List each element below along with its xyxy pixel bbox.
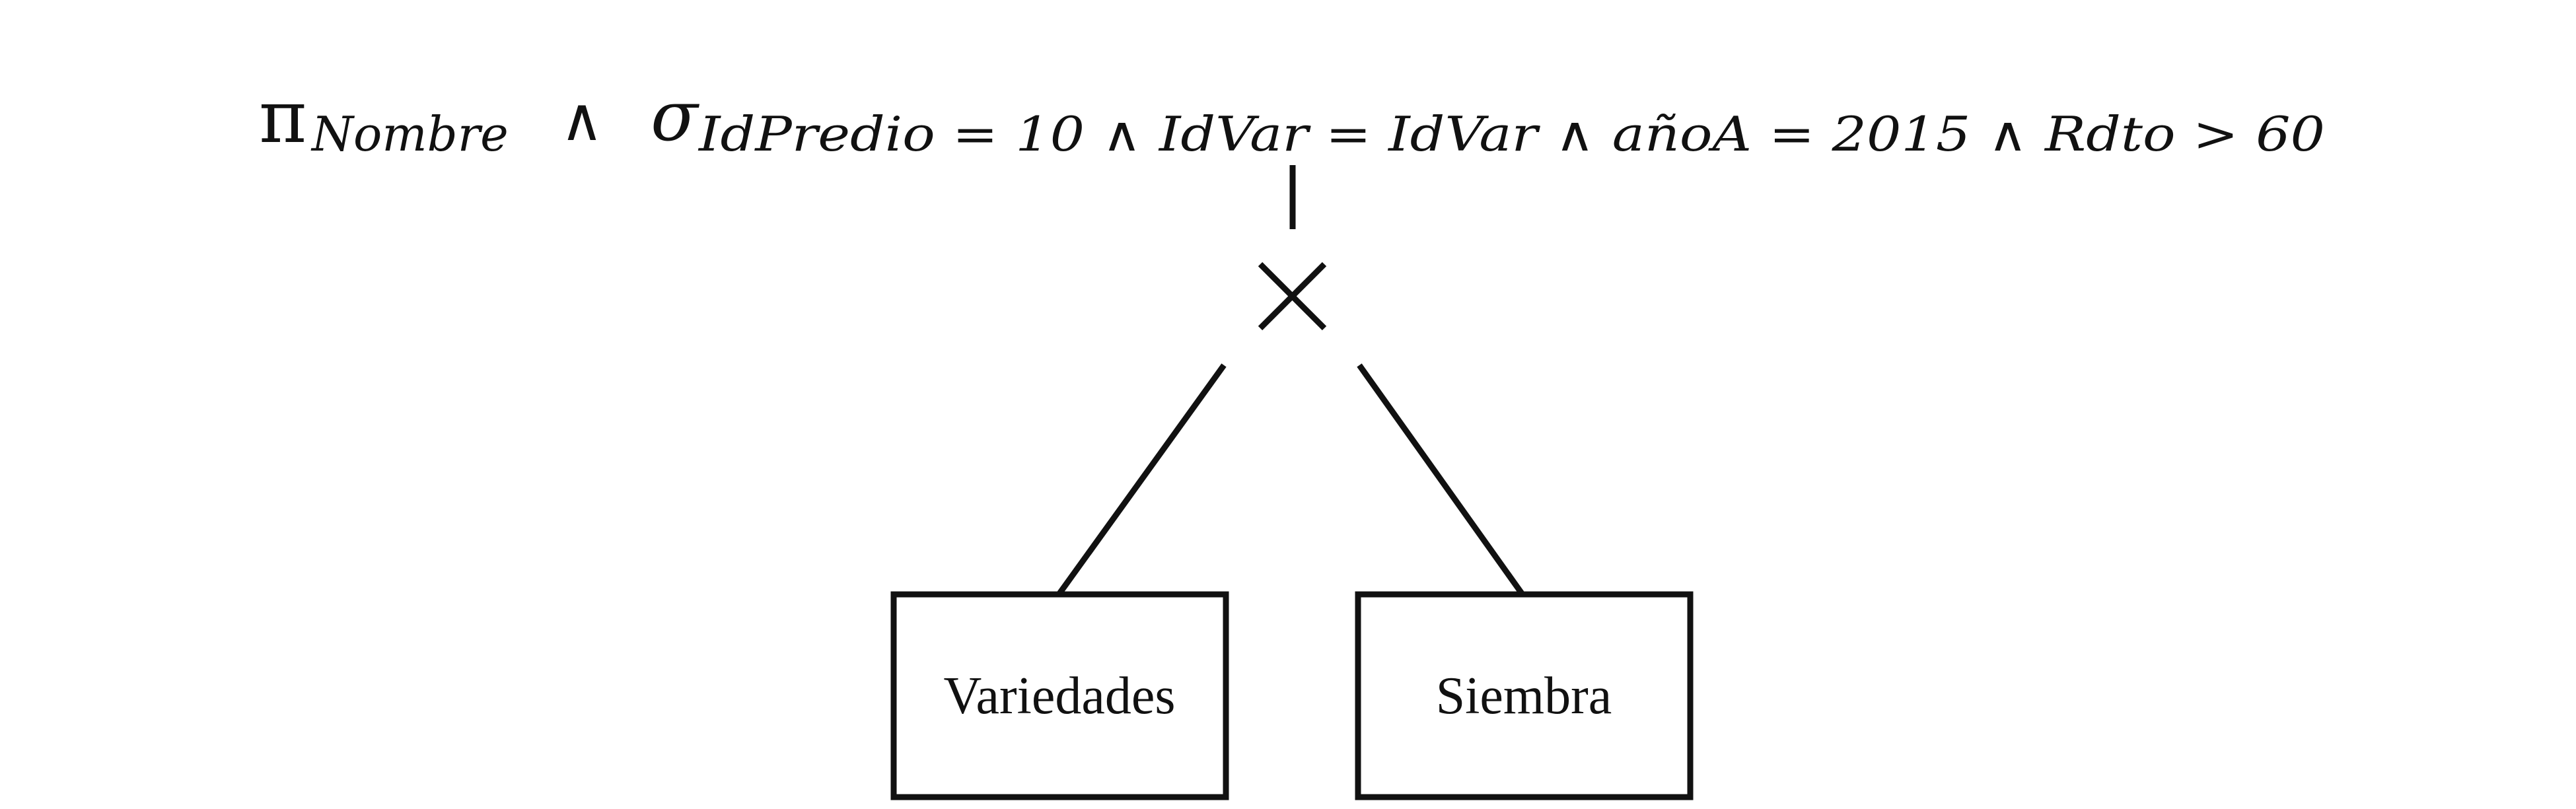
variedades-label: Variedades <box>944 667 1176 725</box>
siembra-label: Siembra <box>1436 667 1612 725</box>
product-to-variedades-edge <box>1056 363 1227 596</box>
cartesian-product-node <box>1258 262 1327 331</box>
projection-symbol: π <box>259 75 306 159</box>
relation-box-siembra: Siembra <box>1355 591 1694 800</box>
selection-subscript: IdPredio = 10 ∧ IdVar = IdVar ∧ añoA = 2… <box>698 106 2325 162</box>
projection-subscript: Nombre <box>310 106 509 162</box>
product-to-siembra-edge <box>1357 363 1525 596</box>
selection-symbol: σ <box>651 76 700 157</box>
relation-box-variedades: Variedades <box>890 591 1229 800</box>
and-operator: ∧ <box>560 85 604 155</box>
siembra-box-border <box>1355 591 1694 800</box>
product-stroke-2 <box>1258 262 1327 331</box>
variedades-box-border <box>890 591 1229 800</box>
